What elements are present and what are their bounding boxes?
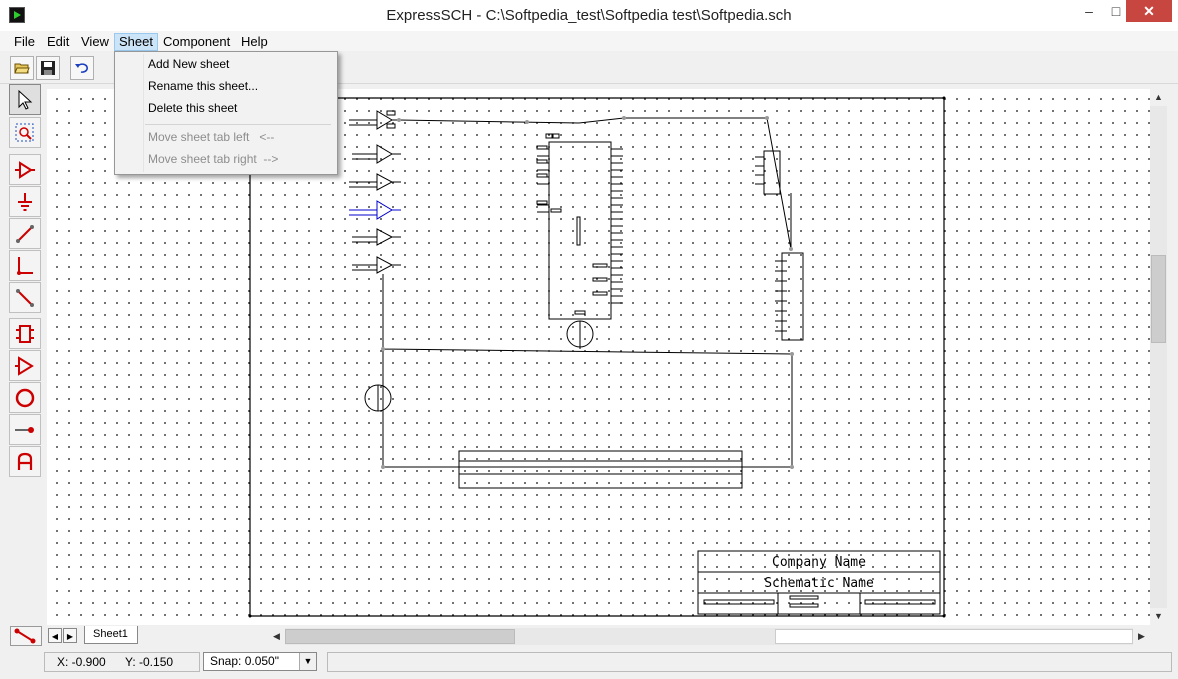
sheet-menu-dropdown: Add New sheet Rename this sheet... Delet… [114, 51, 338, 175]
close-icon: ✕ [1143, 3, 1155, 19]
pin-tool[interactable] [9, 414, 41, 445]
snap-select[interactable]: Snap: 0.050" ▼ [203, 652, 317, 671]
status-bar: X: -0.900 Y: -0.150 Snap: 0.050" ▼ [0, 648, 1178, 679]
y-coordinate: Y: -0.150 [125, 655, 174, 669]
menu-move-tab-left: Move sheet tab left <-- [148, 130, 275, 144]
close-button[interactable]: ✕ [1126, 0, 1172, 22]
minimize-button[interactable]: – [1072, 0, 1106, 22]
menu-component[interactable]: Component [163, 34, 231, 49]
menu-edit[interactable]: Edit [47, 34, 70, 49]
sheet-tab-bar: ◀ ▶ Sheet1 ◀ ▶ [0, 626, 1178, 646]
chevron-down-icon[interactable]: ▼ [299, 653, 316, 670]
open-button[interactable] [10, 56, 34, 80]
menu-delete-sheet[interactable]: Delete this sheet [148, 101, 238, 115]
menu-bar: File Edit View Sheet Component Help [0, 31, 1178, 51]
buffer-icon [15, 161, 35, 179]
zoom-region-icon [15, 123, 34, 142]
connect-wire-icon [14, 628, 36, 644]
connect-tool[interactable] [10, 626, 42, 646]
line-icon [16, 289, 34, 307]
title-bar: ExpressSCH - C:\Softpedia_test\Softpedia… [0, 0, 1178, 31]
undo-button[interactable] [70, 56, 94, 80]
menu-move-tab-right: Move sheet tab right --> [148, 152, 279, 166]
horizontal-scroll-track [775, 629, 1133, 644]
company-name-label: Company Name [772, 555, 866, 570]
chevron-left-icon: ◀ [51, 632, 59, 641]
line-tool[interactable] [9, 282, 41, 313]
next-sheet-button[interactable]: ▶ [63, 628, 77, 643]
undo-icon [75, 63, 89, 73]
maximize-icon: □ [1111, 3, 1121, 19]
select-arrow-icon [18, 89, 33, 110]
zoom-region-tool[interactable] [9, 117, 41, 148]
menu-help[interactable]: Help [241, 34, 268, 49]
scroll-left-icon[interactable]: ◀ [268, 628, 285, 645]
save-button[interactable] [36, 56, 60, 80]
menu-sheet[interactable]: Sheet [114, 33, 158, 51]
vertical-scroll-thumb[interactable] [1151, 255, 1166, 343]
app-icon[interactable] [9, 7, 25, 23]
component-tool[interactable] [9, 318, 41, 349]
menu-add-new-sheet[interactable]: Add New sheet [148, 57, 230, 71]
coordinates-panel: X: -0.900 Y: -0.150 [44, 652, 200, 672]
circle-tool[interactable] [9, 382, 41, 413]
pin-icon [15, 427, 34, 433]
chevron-right-icon: ▶ [66, 632, 74, 641]
x-coordinate: X: -0.900 [57, 655, 106, 669]
circle-icon [15, 388, 35, 408]
open-folder-icon [14, 63, 30, 74]
vertical-scrollbar[interactable]: ▲ ▼ [1150, 89, 1167, 625]
wire-icon [16, 225, 34, 243]
scroll-up-icon[interactable]: ▲ [1150, 89, 1167, 106]
schematic-name-label: Schematic Name [764, 576, 874, 591]
ground-tool[interactable] [9, 186, 41, 217]
corner-wire-icon [17, 257, 33, 275]
save-icon [41, 61, 55, 75]
menu-rename-sheet[interactable]: Rename this sheet... [148, 79, 259, 93]
tab-sheet1[interactable]: Sheet1 [84, 626, 138, 644]
status-message-panel [327, 652, 1172, 672]
scroll-right-icon[interactable]: ▶ [1133, 628, 1150, 645]
menu-file[interactable]: File [14, 34, 35, 49]
tool-palette [9, 84, 42, 479]
text-tool[interactable] [9, 446, 41, 477]
component-icon [16, 325, 34, 343]
scroll-down-icon[interactable]: ▼ [1150, 608, 1167, 625]
window-title: ExpressSCH - C:\Softpedia_test\Softpedia… [386, 7, 792, 24]
horizontal-scroll-thumb[interactable] [285, 629, 515, 644]
horizontal-scrollbar[interactable]: ◀ ▶ [268, 628, 1150, 645]
text-icon [17, 452, 33, 470]
ground-icon [18, 193, 32, 211]
corner-wire-tool[interactable] [9, 250, 41, 281]
buffer-tool[interactable] [9, 154, 41, 185]
schematic-drawing [248, 96, 946, 618]
prev-sheet-button[interactable]: ◀ [48, 628, 62, 643]
triangle-icon [15, 356, 34, 376]
triangle-tool[interactable] [9, 350, 41, 381]
schematic-canvas[interactable]: Company Name Schematic Name [47, 89, 1150, 625]
select-tool[interactable] [9, 84, 41, 115]
wire-tool[interactable] [9, 218, 41, 249]
menu-separator [145, 124, 331, 125]
snap-value: Snap: 0.050" [210, 654, 279, 668]
menu-view[interactable]: View [81, 34, 109, 49]
maximize-button[interactable]: □ [1106, 0, 1126, 22]
minimize-icon: – [1085, 3, 1093, 19]
